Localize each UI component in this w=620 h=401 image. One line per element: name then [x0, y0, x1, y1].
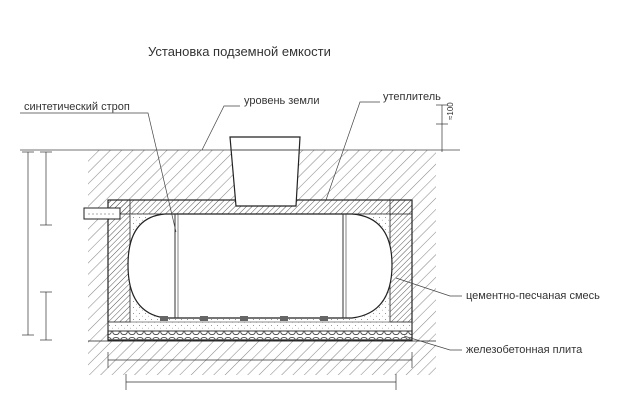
inlet-pipe — [83, 207, 121, 220]
dimension-100-label: ≈100 — [446, 102, 455, 120]
tank-service-neck — [229, 136, 301, 207]
concrete-slab — [107, 330, 413, 342]
dimension-lines — [22, 104, 448, 390]
ground-level-label: уровень земли — [244, 95, 319, 107]
concrete-slab-label: железобетонная плита — [466, 344, 583, 356]
diagram-title: Установка подземной емкости — [148, 44, 331, 59]
tank-body — [127, 213, 393, 319]
insulation-label: утеплитель — [383, 91, 441, 103]
sling-label: синтетический строп — [24, 101, 130, 113]
right-wall — [389, 199, 413, 323]
leader-lines — [20, 101, 462, 351]
tank-supports — [160, 316, 328, 321]
cement-sand-base — [107, 321, 413, 332]
cement-sand-label: цементно-песчаная смесь — [466, 290, 600, 302]
